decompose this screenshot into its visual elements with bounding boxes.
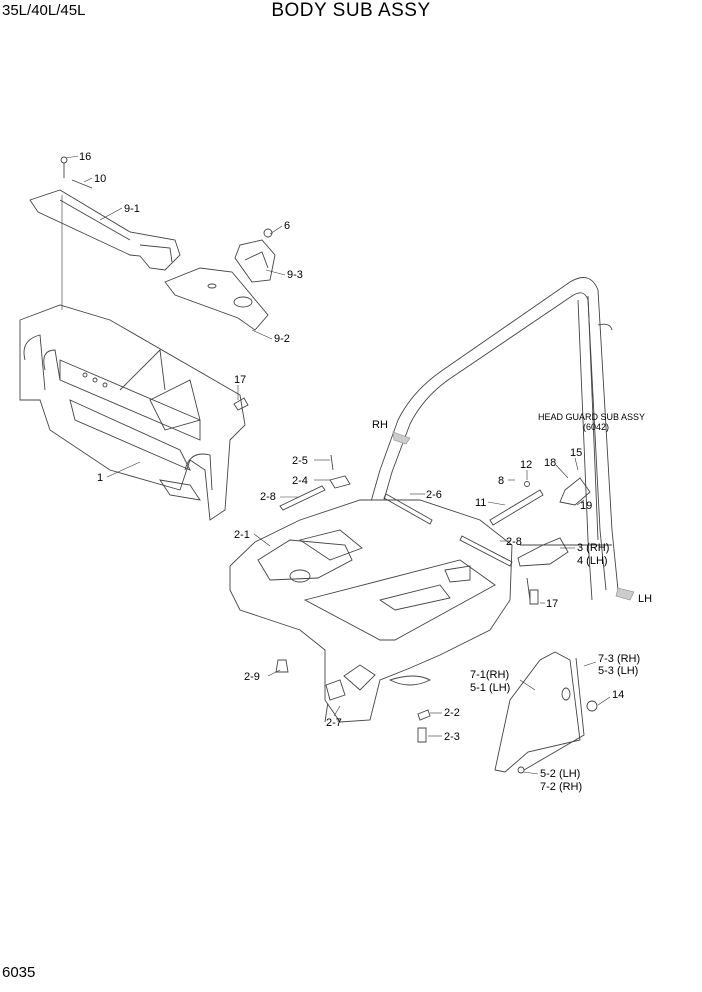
cover-9-1 <box>29 189 181 271</box>
head-guard-label: HEAD GUARD SUB ASSY <box>538 412 645 422</box>
callout-2-4: 2-4 <box>292 475 308 487</box>
page-title: BODY SUB ASSY <box>271 0 431 21</box>
callout-3-rh: 3 (RH) <box>577 542 609 554</box>
callout-19: 19 <box>580 500 592 512</box>
callout-2-3: 2-3 <box>444 731 460 743</box>
callout-7-1-rh: 7-1(RH) <box>470 669 509 681</box>
front-panel-assembly <box>19 304 246 521</box>
callout-2-8-left: 2-8 <box>260 491 276 503</box>
callout-7-2-rh: 7-2 (RH) <box>540 781 582 793</box>
floor-strips <box>279 485 513 567</box>
callout-14: 14 <box>612 689 624 701</box>
head-guard-ref: (6042) <box>583 422 609 432</box>
callout-15: 15 <box>570 447 582 459</box>
callout-7-3-rh: 7-3 (RH) <box>598 653 640 665</box>
gas-spring-assembly <box>489 477 591 601</box>
callout-2-1: 2-1 <box>234 529 250 541</box>
small-hardware <box>60 156 598 774</box>
cover-9-2 <box>164 267 269 331</box>
side-cover <box>494 651 585 773</box>
callout-16: 16 <box>79 151 91 163</box>
leader-lines <box>61 155 611 775</box>
lh-label: LH <box>638 593 652 605</box>
callout-10: 10 <box>94 173 106 185</box>
callout-17-upper: 17 <box>234 374 246 386</box>
cover-9-3 <box>234 239 276 283</box>
callout-2-8-right: 2-8 <box>506 536 522 548</box>
callout-9-1: 9-1 <box>124 203 140 215</box>
callout-5-3-lh: 5-3 (LH) <box>598 665 638 677</box>
callout-17-lower: 17 <box>546 598 558 610</box>
callout-2-9: 2-9 <box>244 671 260 683</box>
lh-direction-arrow <box>615 587 635 601</box>
callout-6: 6 <box>284 220 290 232</box>
callout-2-5: 2-5 <box>292 455 308 467</box>
callout-11: 11 <box>475 497 486 509</box>
callout-18: 18 <box>544 457 556 469</box>
floor-body-panel <box>229 499 513 723</box>
callout-4-lh: 4 (LH) <box>577 555 608 567</box>
page-code: 6035 <box>2 964 36 981</box>
callout-5-1-lh: 5-1 (LH) <box>470 682 510 694</box>
callout-9-3: 9-3 <box>287 269 303 281</box>
callout-8: 8 <box>498 475 504 487</box>
rh-label: RH <box>372 419 388 431</box>
callout-2-6: 2-6 <box>426 489 442 501</box>
callout-labels: 16 10 9-1 6 9-3 9-2 17 1 2-5 2-4 2-8 2-6… <box>79 151 640 793</box>
callout-2-2: 2-2 <box>444 707 460 719</box>
rh-direction-arrow <box>392 431 411 445</box>
callout-12: 12 <box>520 459 532 471</box>
callout-1: 1 <box>97 472 103 484</box>
model-label: 35L/40L/45L <box>2 2 86 19</box>
callout-2-7: 2-7 <box>326 717 342 729</box>
callout-9-2: 9-2 <box>274 333 290 345</box>
head-guard-frame <box>324 277 619 723</box>
annotations: HEAD GUARD SUB ASSY (6042) RH LH <box>372 412 652 605</box>
callout-5-2-lh: 5-2 (LH) <box>540 768 580 780</box>
